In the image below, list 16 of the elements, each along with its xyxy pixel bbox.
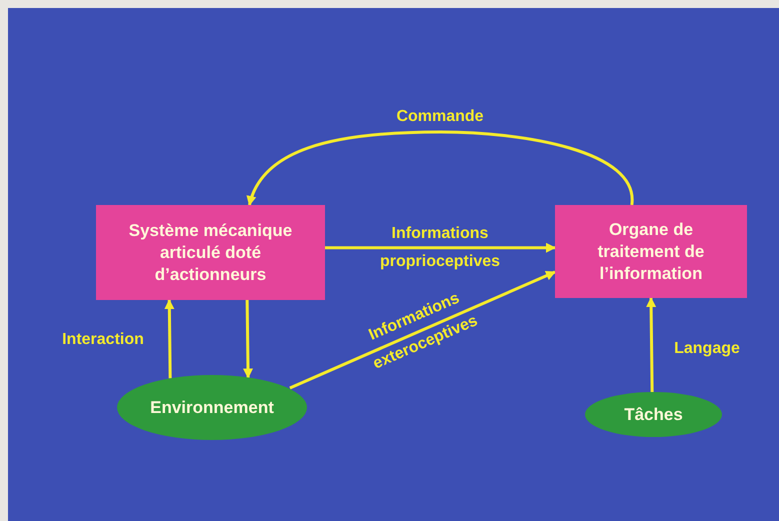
edge-label: Informations proprioceptives xyxy=(378,224,502,272)
process-box xyxy=(96,205,325,300)
arrow xyxy=(646,297,656,392)
edge-label: Langage xyxy=(673,339,741,359)
process-box xyxy=(555,205,747,298)
node-label: Environnement xyxy=(150,396,274,418)
edge-label: Commande xyxy=(395,107,485,127)
arrow xyxy=(325,242,556,253)
node-label: Système mécanique articulé doté d’actionneurs xyxy=(128,220,294,286)
arrow xyxy=(289,270,556,390)
arrow xyxy=(247,130,634,206)
node-label: Organe de traitement de l’information xyxy=(596,218,706,284)
arrow xyxy=(243,300,253,379)
arrow xyxy=(164,299,174,378)
edge-label: Interaction xyxy=(61,330,145,350)
node-label: Tâches xyxy=(624,404,683,426)
